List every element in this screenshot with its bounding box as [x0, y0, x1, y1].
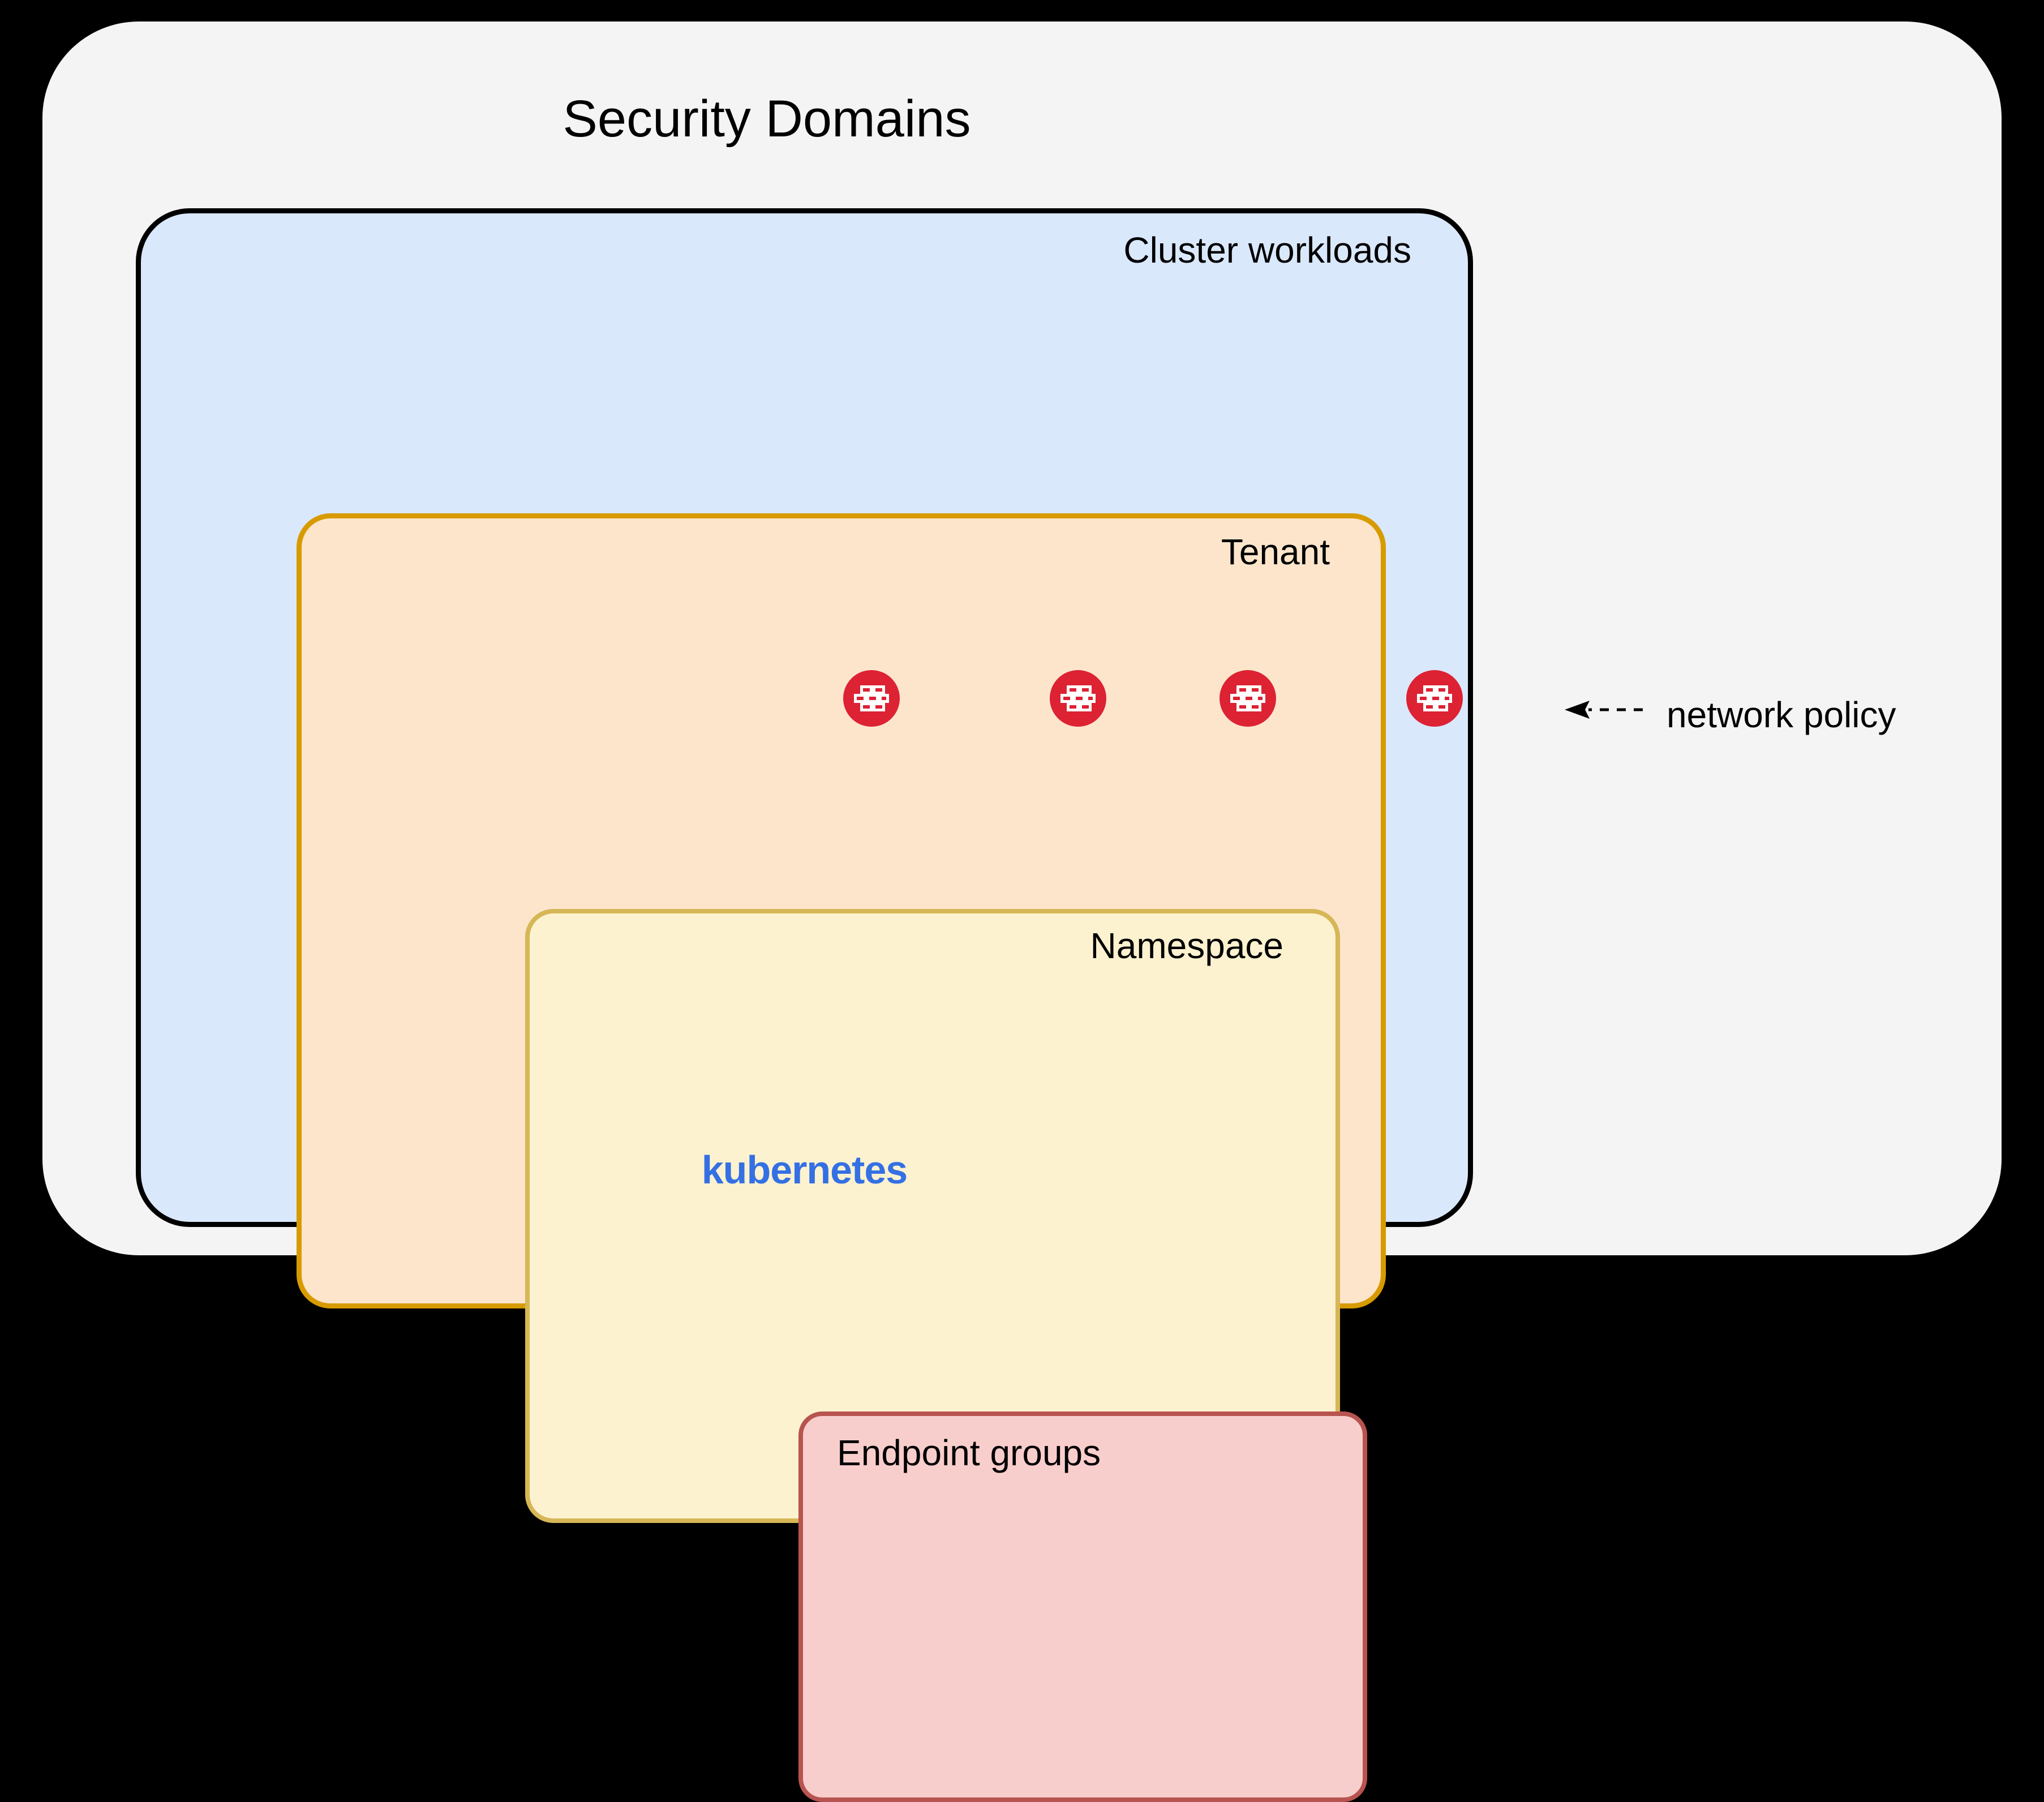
page-title: Security Domains	[562, 90, 971, 148]
cluster-workloads-box: Cluster workloads Tenant Namespace Endpo…	[136, 208, 1473, 1802]
network-policy-label: network policy	[1667, 694, 1896, 735]
endpoint-groups-box: Endpoint groups	[798, 1411, 1367, 1802]
namespace-label: Namespace	[1090, 925, 1284, 966]
namespace-box: Namespace Endpoint groups	[525, 909, 1367, 1802]
dashed-arrow-left-icon	[1565, 698, 1644, 724]
tenant-label: Tenant	[1221, 531, 1330, 572]
diagram-panel: Security Domains Cluster workloads Tenan…	[42, 22, 2002, 1802]
endpoint-groups-label: Endpoint groups	[837, 1432, 1101, 1473]
firewall-brick-icon[interactable]	[843, 670, 900, 727]
firewall-brick-icon[interactable]	[1219, 670, 1276, 727]
firewall-brick-icon[interactable]	[1050, 670, 1106, 727]
kubernetes-label: kubernetes	[701, 1148, 908, 1192]
firewall-brick-icon[interactable]	[1406, 670, 1463, 727]
cluster-workloads-label: Cluster workloads	[1123, 230, 1411, 271]
diagram-canvas: Security Domains Cluster workloads Tenan…	[42, 22, 2002, 1802]
